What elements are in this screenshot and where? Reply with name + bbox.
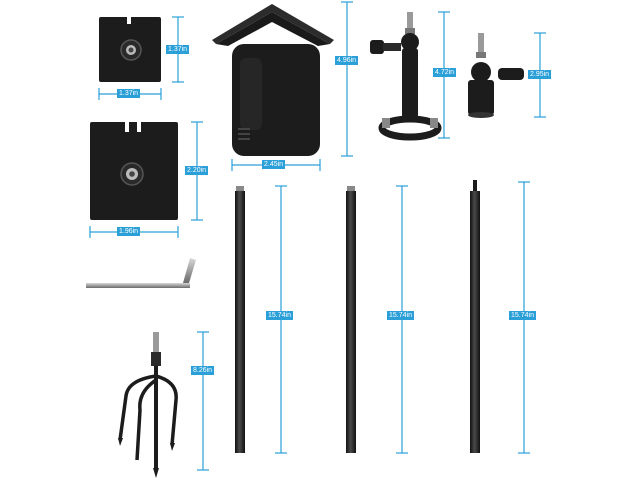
pole-2-length-label: 15.74in: [387, 311, 414, 320]
housing-width-label: 2.45in: [262, 160, 286, 169]
pole-1-length-label: 15.74in: [266, 311, 293, 320]
large-mount-height-label: 4.72in: [433, 68, 457, 77]
small-swivel-mount: [468, 33, 524, 118]
pole-3-length-label: 15.74in: [509, 311, 536, 320]
ground-spike: [118, 332, 178, 478]
large-plate-height-label: 2.20in: [185, 166, 209, 175]
housing-height-label: 4.96in: [335, 56, 359, 65]
dimension-lines: [89, 1, 546, 471]
extension-pole-3: [470, 180, 480, 453]
extension-pole-1: [235, 186, 245, 453]
small-plate-width-label: 1.37in: [117, 89, 141, 98]
large-mounting-plate: [90, 122, 178, 220]
hex-wrench: [86, 258, 196, 288]
small-mounting-plate: [99, 17, 161, 82]
small-mount-height-label: 2.95in: [528, 70, 552, 79]
large-plate-width-label: 1.96in: [117, 227, 141, 236]
small-plate-height-label: 1.37in: [166, 45, 190, 54]
extension-pole-2: [346, 186, 356, 453]
spike-length-label: 8.26in: [191, 366, 215, 375]
camera-housing: [212, 4, 334, 156]
large-swivel-mount: [370, 12, 442, 141]
